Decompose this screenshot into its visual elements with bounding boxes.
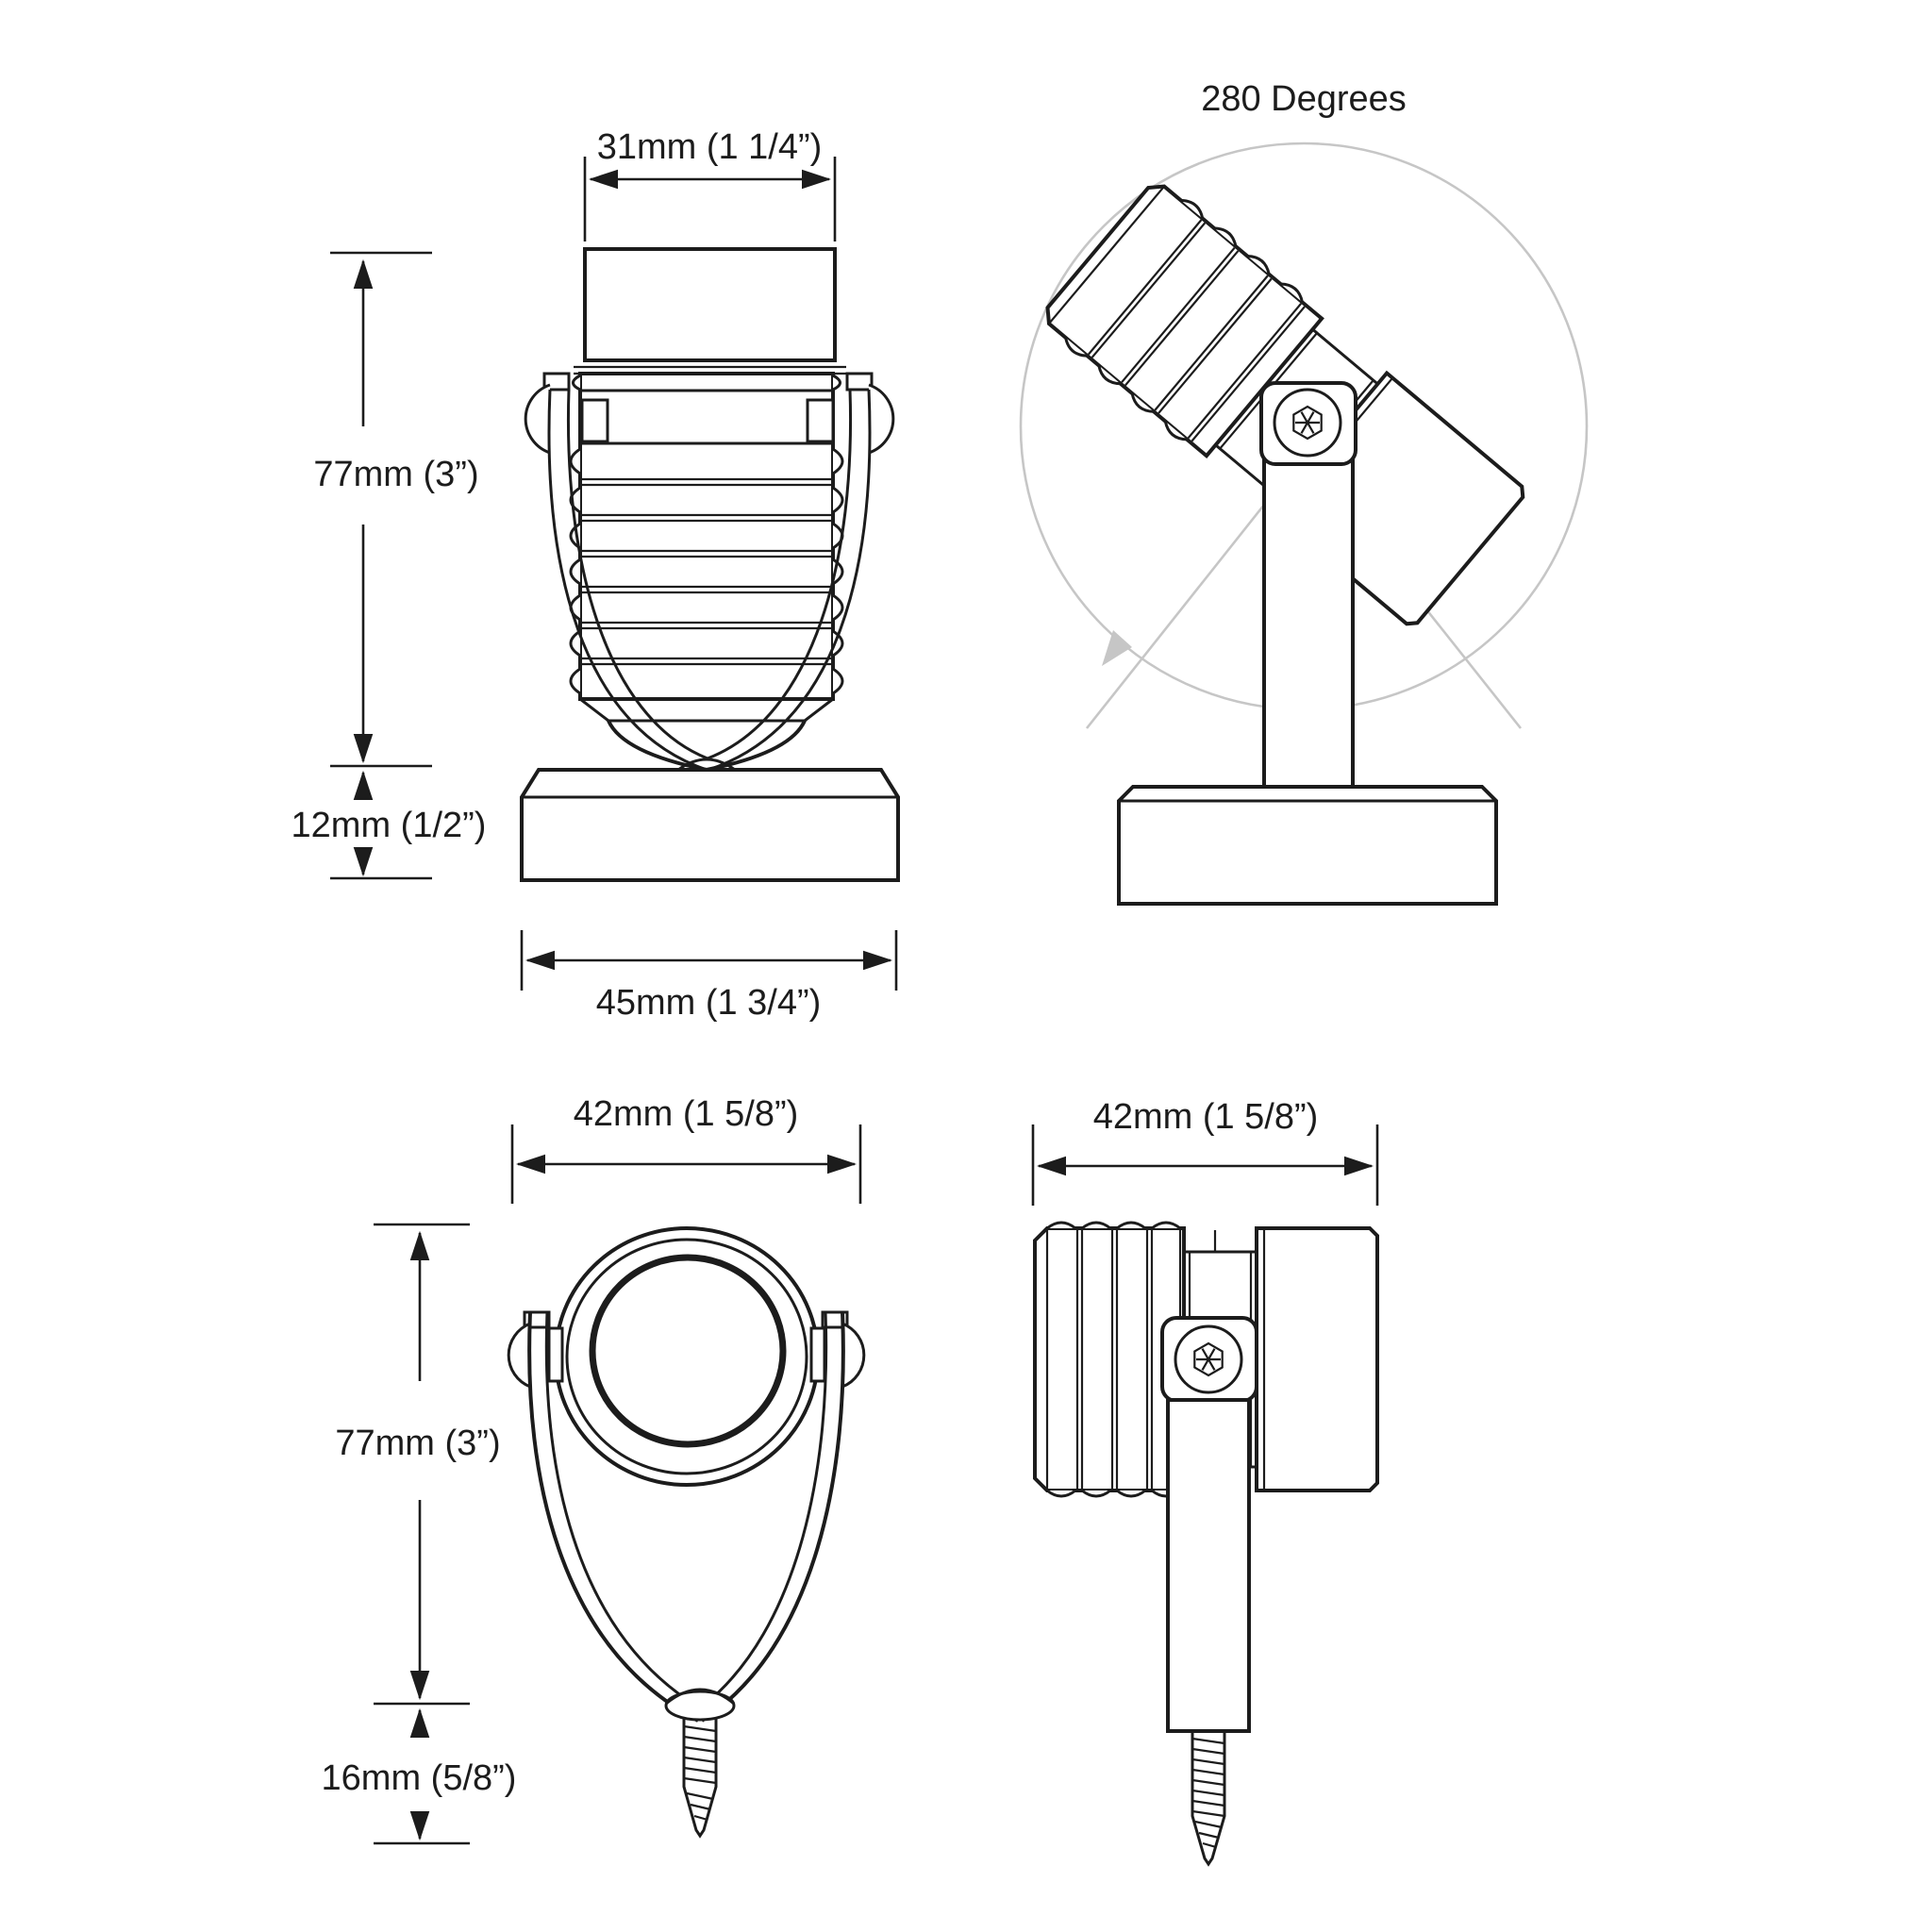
dim-top-width: 31mm (1 1/4”) [583, 127, 837, 242]
view-front-pedestal: 31mm (1 1/4”) [291, 127, 900, 1023]
dim-body-height: 77mm (3”) [313, 251, 479, 768]
pivot-pin-right [809, 1326, 826, 1383]
yoke-strap-left-inner [544, 1311, 700, 1709]
yoke-strap-right [700, 1311, 845, 1723]
dim-label-body-height: 77mm (3”) [313, 455, 478, 494]
body-taper [579, 697, 834, 723]
dim-label-base-width: 45mm (1 3/4”) [596, 983, 822, 1023]
pivot-boss-right [806, 398, 835, 443]
pivot-boss-left [580, 398, 609, 443]
yoke-strap-left [527, 1311, 699, 1723]
pivot-knob-right [868, 383, 895, 455]
pivot-band-lines [580, 389, 833, 445]
extension-lines [583, 157, 837, 242]
dim-label-base-height: 12mm (1/2”) [291, 806, 487, 845]
bezel-inner-ring [565, 1238, 808, 1475]
body-cup-curve [607, 720, 807, 772]
lamp-top-housing [583, 247, 837, 362]
dim-base-height: 12mm (1/2”) [291, 770, 487, 880]
screw-threads [683, 1724, 717, 1822]
dim-label-screw-length: 16mm (5/8”) [322, 1758, 517, 1798]
heatsink-fin-lines [580, 477, 833, 666]
dim-label-top-width: 31mm (1 1/4”) [597, 127, 823, 167]
dim-screw-length: 16mm (5/8”) [322, 1707, 517, 1845]
pivot-knob-left [524, 383, 551, 455]
torx-hex-icon [1292, 405, 1323, 441]
lens-barrel [1255, 1226, 1379, 1492]
mounting-screw [1191, 1731, 1226, 1867]
torx-star-icon [1196, 1348, 1221, 1371]
pivot-knob-left [507, 1322, 531, 1389]
pivot-pin-left [547, 1326, 564, 1383]
yoke-strap-right-inner [700, 1311, 828, 1709]
rotation-direction-arrow-icon [1102, 630, 1132, 666]
view-side-rotation: 280 Degrees [1019, 79, 1589, 906]
mount-stem [1262, 458, 1355, 789]
dim-body-height: 77mm (3”) [335, 1223, 501, 1706]
pivot-knob-right [841, 1322, 866, 1389]
pivot-screw [1174, 1324, 1243, 1394]
yoke-tab-left [542, 372, 571, 391]
dim-width: 42mm (1 5/8”) [510, 1094, 862, 1204]
dim-base-width: 45mm (1 3/4”) [520, 930, 898, 1023]
screw-threads [1191, 1737, 1225, 1849]
base-outline [1117, 785, 1498, 906]
mounting-screw [664, 1688, 736, 1839]
pedestal-base-side [1117, 785, 1498, 906]
base-outline [520, 768, 900, 882]
pedestal-base [520, 768, 900, 882]
fin-lines [1048, 185, 1306, 442]
extension-lines [1031, 1124, 1379, 1206]
heatsink-body [578, 372, 835, 701]
pivot-screw [1273, 388, 1342, 458]
yoke-tab-right [845, 372, 874, 391]
fin-lines [1045, 1228, 1182, 1491]
dim-width: 42mm (1 5/8”) [1031, 1097, 1379, 1206]
dim-label-width: 42mm (1 5/8”) [1093, 1097, 1319, 1137]
heatsink-block [1045, 184, 1324, 459]
screw-shank-outline [682, 1719, 718, 1839]
dim-label-width: 42mm (1 5/8”) [574, 1094, 799, 1134]
dim-label-body-height: 77mm (3”) [335, 1424, 500, 1463]
lamp-front-face [507, 1226, 866, 1839]
yoke-strap-left [547, 389, 708, 772]
view-side-screw: 42mm (1 5/8”) [1031, 1097, 1379, 1867]
fin-bumps [1064, 198, 1304, 441]
mount-arm [1166, 1398, 1251, 1733]
lamp-side-body [1033, 1221, 1379, 1498]
yoke-strap-right [707, 389, 872, 772]
lens-aperture-ring [589, 1254, 787, 1448]
extension-lines [520, 930, 898, 991]
torx-hex-icon [1193, 1341, 1224, 1377]
screw-head [664, 1690, 736, 1722]
rotation-range-label: 280 Degrees [1201, 79, 1407, 119]
spotlight-front-body [524, 247, 895, 772]
torx-star-icon [1295, 411, 1320, 434]
fin-bumps [1046, 1221, 1181, 1498]
extension-lines [510, 1124, 862, 1204]
view-front-screw: 42mm (1 5/8”) 77m [322, 1094, 866, 1845]
screw-head-dome [665, 1688, 735, 1706]
